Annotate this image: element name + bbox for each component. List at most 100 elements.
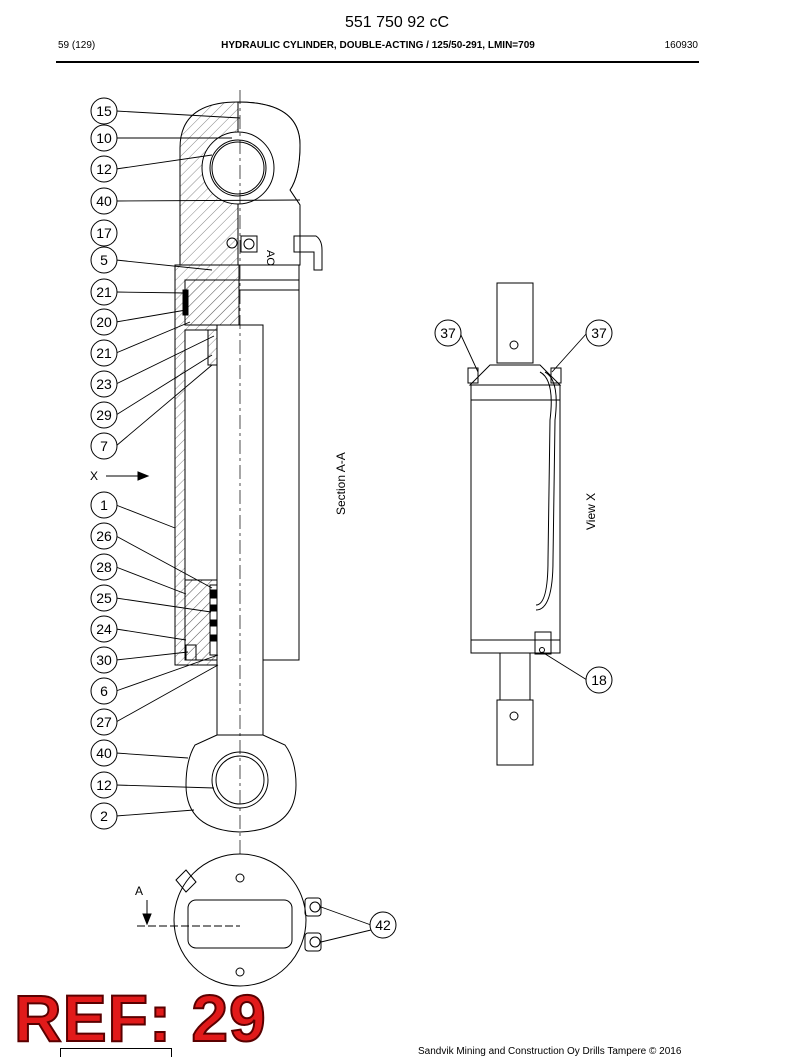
mount-bolt-top [304, 897, 322, 917]
view-callout-circle-2 [585, 666, 613, 694]
section-callout-circle-11 [90, 432, 118, 460]
section-leader-16 [115, 628, 187, 641]
arrow-x-label: X [90, 469, 98, 483]
section-callout-label-17: 30 [96, 652, 112, 668]
view-rod-eye [496, 699, 534, 766]
section-callout-circle-15 [90, 584, 118, 612]
section-callout-label-19: 27 [96, 714, 112, 730]
document-title: 551 750 92 cC [344, 14, 450, 31]
section-callout-circle-1 [90, 124, 118, 152]
section-callout-label-14: 28 [96, 559, 112, 575]
section-leader-10 [115, 354, 213, 416]
end-callout-circle-0 [369, 911, 397, 939]
section-callout-circle-6 [90, 278, 118, 306]
section-leader-13 [115, 535, 213, 589]
section-leader-9 [115, 335, 215, 385]
view-callout-label-0: 37 [440, 325, 456, 341]
view-head-lug [496, 282, 534, 364]
section-view: AO [137, 90, 323, 987]
section-callout-circle-18 [90, 677, 118, 705]
view-clamp [534, 631, 552, 655]
view-leader-1 [551, 332, 588, 373]
view-x-drawing [467, 282, 562, 766]
section-leader-2 [115, 154, 213, 170]
section-callout-circle-12 [90, 491, 118, 519]
section-callout-label-20: 40 [96, 745, 112, 761]
section-callout-circle-4 [90, 219, 118, 247]
callout-group: 1510124017521202123297126282524306274012… [90, 97, 613, 943]
section-callout-circle-3 [90, 187, 118, 215]
view-leader-2 [541, 651, 588, 681]
view-hose [535, 371, 552, 606]
section-callout-circle-9 [90, 370, 118, 398]
section-leader-7 [115, 309, 187, 323]
section-callout-label-2: 12 [96, 161, 112, 177]
section-leader-22 [115, 809, 195, 817]
end-leader-extra [320, 929, 372, 943]
section-callout-label-15: 25 [96, 590, 112, 606]
section-callout-label-13: 26 [96, 528, 112, 544]
section-callout-circle-7 [90, 308, 118, 336]
section-callout-label-18: 6 [100, 683, 108, 699]
view-rod [499, 652, 531, 704]
view-arrow-x [106, 471, 150, 481]
section-leader-21 [115, 784, 215, 789]
port-label: AO [264, 250, 276, 266]
end-callout-label-0: 42 [375, 917, 391, 933]
section-leader-20 [115, 752, 189, 759]
end-view-circle [173, 853, 307, 987]
section-callout-circle-21 [90, 771, 118, 799]
section-leader-3 [115, 199, 301, 202]
section-callout-circle-16 [90, 615, 118, 643]
section-callout-label-10: 29 [96, 407, 112, 423]
section-callout-label-11: 7 [100, 438, 108, 454]
head-eye-bore [201, 131, 275, 205]
section-callout-label-22: 2 [100, 808, 108, 824]
section-callout-label-7: 20 [96, 314, 112, 330]
view-tube [470, 384, 561, 654]
section-callout-circle-5 [90, 246, 118, 274]
section-callout-label-0: 15 [96, 103, 112, 119]
section-callout-circle-0 [90, 97, 118, 125]
section-callout-label-21: 12 [96, 777, 112, 793]
section-callout-circle-14 [90, 553, 118, 581]
section-callout-circle-19 [90, 708, 118, 736]
section-leader-0 [115, 110, 241, 119]
page-number: 59 (129) [58, 40, 96, 51]
section-leader-6 [115, 291, 187, 294]
section-callout-circle-22 [90, 802, 118, 830]
end-view-flat [187, 899, 293, 949]
arrow-a-label: A [135, 884, 143, 898]
section-leader-14 [115, 566, 187, 595]
section-callout-label-8: 21 [96, 345, 112, 361]
section-leader-12 [115, 504, 176, 529]
document-code: 160930 [664, 40, 698, 51]
section-leader-11 [115, 364, 213, 447]
section-callout-label-6: 21 [96, 284, 112, 300]
section-callout-circle-10 [90, 401, 118, 429]
view-label: View X [584, 493, 598, 530]
section-callout-label-4: 17 [96, 225, 112, 241]
end-leader-0 [320, 906, 372, 926]
header-rule [56, 61, 699, 63]
port-fitting [240, 235, 258, 253]
section-leader-15 [115, 597, 212, 613]
section-callout-label-5: 5 [100, 252, 108, 268]
elbow-fitting [293, 235, 323, 271]
section-callout-circle-20 [90, 739, 118, 767]
view-leader-0 [459, 332, 479, 373]
reference-stamp: REF: 29 [13, 980, 267, 1056]
head-eye-bushing [209, 139, 267, 197]
section-callout-circle-17 [90, 646, 118, 674]
section-callout-label-1: 10 [96, 130, 112, 146]
section-leader-18 [115, 654, 219, 692]
section-leader-5 [115, 259, 213, 271]
section-leader-17 [115, 651, 189, 661]
document-heading: HYDRAULIC CYLINDER, DOUBLE-ACTING / 125/… [221, 40, 535, 51]
section-label: Section A-A [334, 452, 348, 515]
section-callout-label-12: 1 [100, 497, 108, 513]
view-callout-label-1: 37 [591, 325, 607, 341]
footer-copyright: Sandvik Mining and Construction Oy Drill… [418, 1046, 682, 1057]
end-view-fitting [175, 869, 197, 893]
